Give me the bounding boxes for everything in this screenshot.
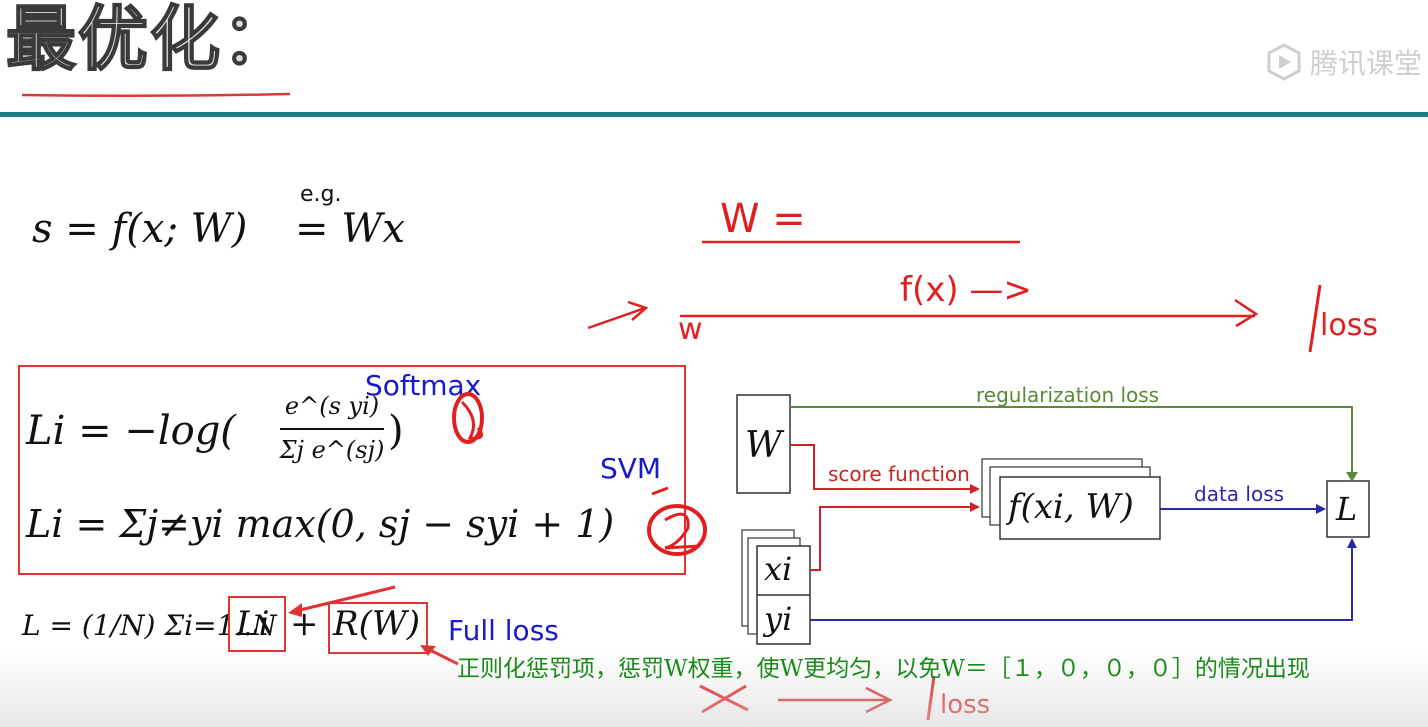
softmax-close-paren: ) bbox=[388, 408, 404, 454]
f-node: f(xi, W) bbox=[1008, 487, 1134, 527]
data-loss-label: data loss bbox=[1194, 482, 1285, 506]
regularization-term: R(W) bbox=[333, 604, 421, 644]
regularization-loss-label: regularization loss bbox=[976, 383, 1160, 407]
handwritten-loss-right: loss bbox=[1320, 308, 1378, 343]
handwritten-w-small: w bbox=[678, 312, 703, 347]
page-title: 最优化： bbox=[5, 0, 294, 80]
label-arrow bbox=[810, 545, 1353, 621]
full-loss-prefix: L = (1/N) Σi=1..N bbox=[22, 609, 277, 642]
watermark: 腾讯课堂 bbox=[1264, 40, 1422, 84]
video-bottom-overlay bbox=[0, 650, 1428, 727]
x-node: xi bbox=[764, 550, 793, 588]
score-formula-rhs: = Wx bbox=[295, 206, 405, 252]
score-formula-lhs: s = f(x; W) bbox=[32, 206, 248, 252]
score-function-label: score function bbox=[828, 462, 970, 486]
regularization-note: 正则化惩罚项，惩罚W权重，使W更均匀，以免W＝［１，０，０，０］的情况出现 bbox=[457, 656, 1310, 682]
title-underline bbox=[22, 92, 290, 98]
watermark-text: 腾讯课堂 bbox=[1309, 47, 1422, 80]
handwritten-w-equals: W = bbox=[720, 196, 806, 242]
eg-label: e.g. bbox=[300, 182, 342, 207]
data-loss-term: Li bbox=[236, 604, 270, 644]
svm-formula: Li = Σj≠yi max(0, sj − syi + 1) bbox=[26, 502, 615, 546]
svm-label: SVM bbox=[600, 452, 662, 485]
y-node: yi bbox=[764, 600, 793, 638]
tencent-classroom-logo-icon bbox=[1267, 43, 1301, 81]
f-node-box bbox=[999, 476, 1161, 540]
softmax-denominator: Σj e^(sj) bbox=[279, 436, 385, 464]
header-divider bbox=[0, 112, 1428, 117]
score-arrow-w bbox=[790, 444, 972, 490]
softmax-numerator: e^(s yi) bbox=[284, 392, 380, 420]
softmax-formula-lhs: Li = −log( bbox=[26, 408, 236, 454]
w-node-box bbox=[736, 394, 791, 494]
l-node: L bbox=[1336, 490, 1358, 528]
l-node-box bbox=[1326, 480, 1370, 538]
fraction-bar bbox=[280, 428, 384, 430]
loss-functions-box bbox=[18, 365, 686, 575]
w-node: W bbox=[745, 425, 783, 466]
score-arrow-x bbox=[810, 506, 972, 571]
handwritten-fx-arrow: f(x) —> bbox=[900, 270, 1032, 310]
full-loss-label: Full loss bbox=[448, 614, 559, 647]
regularization-arrow bbox=[790, 406, 1353, 478]
